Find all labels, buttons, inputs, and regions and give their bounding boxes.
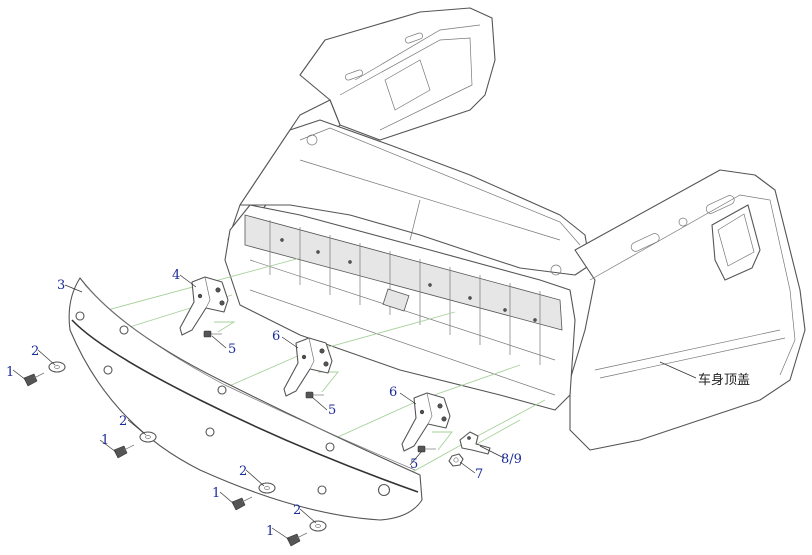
- callout-6b: 6: [389, 385, 397, 400]
- callout-1d: 1: [266, 524, 274, 539]
- cab-roof: [224, 7, 806, 451]
- screw-1a: [23, 372, 45, 387]
- callout-8-9: 8/9: [501, 452, 522, 467]
- callout-2c: 2: [239, 464, 247, 479]
- screw-1b: [113, 444, 135, 459]
- washer-2b: [139, 431, 157, 443]
- callout-7: 7: [475, 467, 483, 482]
- screw-5b: [305, 391, 324, 399]
- screw-1c: [231, 496, 253, 511]
- screw-1d: [286, 532, 308, 547]
- callout-2d: 2: [293, 503, 301, 518]
- washer-2a: [48, 361, 66, 373]
- callout-3: 3: [57, 278, 65, 293]
- callout-2a: 2: [31, 344, 39, 359]
- header-holes: [280, 238, 537, 322]
- nut-7: [448, 453, 464, 467]
- bracket-6a: [283, 337, 333, 397]
- sun-visor: [68, 277, 423, 521]
- header-ribs: [269, 220, 541, 365]
- callout-4: 4: [172, 268, 180, 283]
- bracket-6b: [401, 392, 451, 452]
- leader-lines: [12, 274, 697, 541]
- roof-right-side: [569, 169, 806, 451]
- callout-5c: 5: [410, 457, 418, 472]
- callout-1c: 1: [212, 486, 220, 501]
- roof-rear-frame: [299, 7, 496, 141]
- callout-1b: 1: [101, 433, 109, 448]
- callout-6a: 6: [272, 329, 280, 344]
- screw-5c: [417, 445, 436, 453]
- visor-holes: [75, 311, 391, 497]
- washer-2d: [309, 520, 327, 532]
- callout-1a: 1: [6, 365, 14, 380]
- bracket-4: [179, 276, 229, 336]
- bracket-8-9: [459, 431, 491, 455]
- callout-2b: 2: [119, 414, 127, 429]
- visor-edge: [71, 319, 419, 493]
- screw-5a: [203, 330, 222, 338]
- callout-5b: 5: [328, 403, 336, 418]
- callout-cab-roof: 车身顶盖: [698, 372, 750, 388]
- washer-2c: [258, 482, 276, 494]
- callout-5a: 5: [228, 342, 236, 357]
